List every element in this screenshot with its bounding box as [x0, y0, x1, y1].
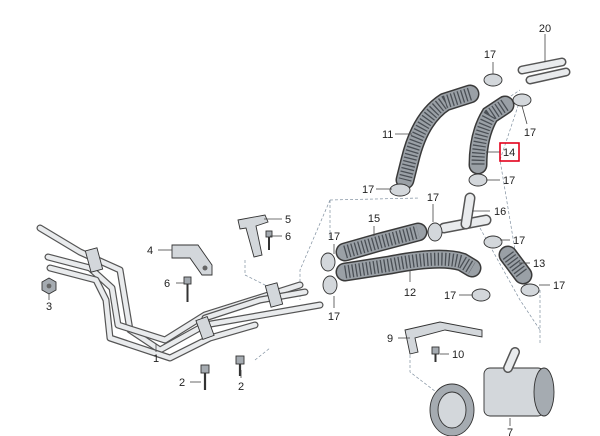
bracket-part-4 — [171, 244, 213, 276]
callout-15: 15 — [368, 213, 380, 225]
hose-part-12 — [335, 249, 482, 282]
bolt-part-6-lower — [183, 276, 192, 302]
callout-20: 20 — [539, 23, 551, 35]
callout-17-lower-left: 17 — [328, 311, 340, 323]
bolt-part-6-upper — [265, 230, 273, 250]
callout-17-tee: 17 — [427, 192, 439, 204]
bolt-part-10 — [431, 346, 440, 362]
callout-2-left: 2 — [179, 377, 185, 389]
callout-4: 4 — [147, 245, 153, 257]
callout-17-center: 17 — [503, 175, 515, 187]
tee-connector-part-16 — [438, 192, 492, 234]
hose-part-13 — [498, 245, 533, 285]
callout-6-upper: 6 — [285, 231, 291, 243]
highlight-box-part-14 — [499, 142, 520, 162]
hose-part-14 — [468, 95, 515, 175]
hose-part-11 — [395, 84, 480, 190]
callout-17-top: 17 — [484, 49, 496, 61]
connector-stubs-part-20 — [517, 57, 571, 85]
leader-lines — [48, 34, 550, 426]
bracket-part-5 — [237, 214, 269, 258]
callout-2-right: 2 — [238, 381, 244, 393]
callout-17-left: 17 — [362, 184, 374, 196]
callout-17-bottom-right: 17 — [553, 280, 565, 292]
coolant-pipe-bundle — [36, 224, 324, 362]
callout-7: 7 — [507, 427, 513, 436]
callout-17-right-top: 17 — [524, 127, 536, 139]
callout-13: 13 — [533, 258, 545, 270]
nut-part-3 — [41, 277, 57, 295]
hose-part-15 — [335, 222, 428, 262]
bolt-part-2-right — [235, 355, 245, 376]
callout-16: 16 — [494, 206, 506, 218]
callout-14: 14 — [503, 147, 515, 159]
callout-17-upper-left: 17 — [328, 231, 340, 243]
callout-17-bottom-mid: 17 — [444, 290, 456, 302]
callout-10: 10 — [452, 349, 464, 361]
callout-5: 5 — [285, 214, 291, 226]
callout-17-right-mid: 17 — [513, 235, 525, 247]
coolant-pump-part-7 — [429, 347, 555, 436]
callout-3: 3 — [46, 301, 52, 313]
bracket-part-9 — [404, 321, 483, 355]
callout-9: 9 — [387, 333, 393, 345]
callout-12: 12 — [404, 287, 416, 299]
hose-clamps-part-17 — [320, 73, 540, 302]
callout-labels: 20 17 17 11 14 17 17 17 16 15 17 17 13 1… — [46, 23, 565, 436]
callout-1: 1 — [153, 353, 159, 365]
callout-6-lower: 6 — [164, 278, 170, 290]
bolt-part-2-left — [200, 364, 210, 390]
callout-11: 11 — [382, 129, 393, 141]
